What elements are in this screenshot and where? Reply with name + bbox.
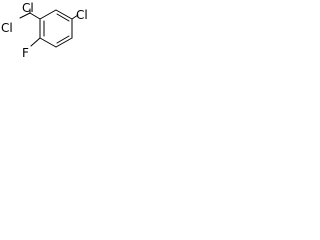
atom-label-fluorine: F (22, 46, 29, 60)
ring-bond-top-left (39, 9, 57, 20)
ring-bond-top-right (55, 9, 73, 20)
bond-dichloromethyl-to-cl-left (19, 12, 31, 19)
atom-label-cl-left: Cl (1, 21, 13, 35)
ring-bond-bottom-left (39, 37, 57, 48)
bond-ring-to-fluorine (30, 37, 41, 47)
atom-label-cl-top: Cl (22, 1, 34, 15)
ring-bond-bottom-right (55, 37, 73, 48)
ring-double-bond-lower-right (56, 35, 70, 44)
chemical-structure: Cl Cl Cl F (1, 1, 88, 60)
benzene-ring (39, 9, 73, 48)
atom-label-cl-ring: Cl (76, 8, 88, 22)
ring-double-bond-top (56, 13, 70, 22)
bond-ring-to-dichloromethyl (29, 12, 41, 20)
bond-ring-to-cl (71, 14, 79, 20)
